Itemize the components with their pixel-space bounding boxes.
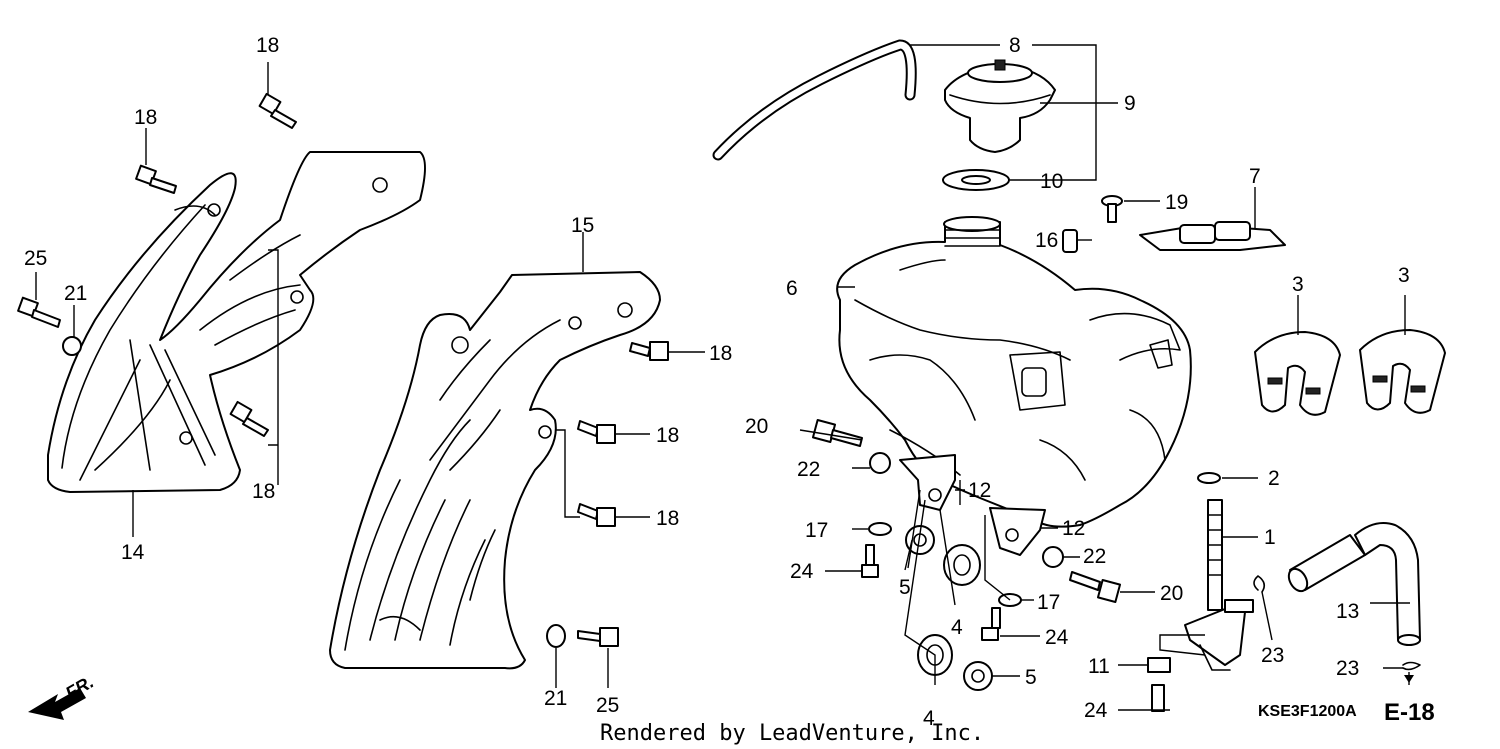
- screw-19[interactable]: [1101, 195, 1123, 223]
- bolt-18-upper-left[interactable]: [135, 164, 177, 194]
- callout-18d: 18: [709, 342, 732, 365]
- left-shroud-part[interactable]: [47, 151, 426, 493]
- collar-5-lower[interactable]: [963, 661, 993, 691]
- callout-18a: 18: [256, 34, 279, 57]
- clamp-3-left[interactable]: [1254, 331, 1341, 416]
- callout-12a: 12: [968, 479, 991, 502]
- callout-2: 2: [1268, 467, 1280, 490]
- bolt-24-a[interactable]: [861, 544, 879, 578]
- washer-22-right[interactable]: [1042, 546, 1064, 568]
- callout-22a: 22: [797, 458, 820, 481]
- callout-9: 9: [1124, 92, 1136, 115]
- callout-25b: 25: [596, 694, 619, 717]
- stay-12-left[interactable]: [899, 454, 956, 511]
- callout-10: 10: [1040, 170, 1063, 193]
- callout-18b: 18: [134, 106, 157, 129]
- fuel-hose-part[interactable]: [1285, 522, 1421, 646]
- fuel-valve-part[interactable]: [1184, 499, 1254, 671]
- front-direction-marker: FR.: [28, 672, 97, 720]
- fuel-cap-part[interactable]: [944, 59, 1056, 153]
- callout-4b: 4: [923, 707, 935, 730]
- cap-gasket-part[interactable]: [942, 169, 1010, 191]
- clamp-3-right[interactable]: [1359, 329, 1446, 414]
- washer-2[interactable]: [1197, 472, 1221, 484]
- nut-11[interactable]: [1147, 657, 1171, 673]
- callout-24c: 24: [1084, 699, 1108, 722]
- nut-17-left[interactable]: [868, 522, 892, 536]
- callout-19: 19: [1165, 191, 1188, 214]
- collar-16[interactable]: [1062, 229, 1078, 253]
- washer-21-left[interactable]: [62, 336, 82, 356]
- callout-4a: 4: [951, 616, 963, 639]
- callout-6: 6: [786, 277, 798, 300]
- diagram-code: KSE3F1200A: [1258, 703, 1357, 720]
- bolt-18-right-a[interactable]: [629, 341, 669, 361]
- callout-24a: 24: [790, 560, 814, 583]
- bolt-25-bottom[interactable]: [577, 627, 619, 647]
- bolt-20-right[interactable]: [1069, 571, 1122, 604]
- bolt-18-shroud-left[interactable]: [229, 400, 269, 437]
- washer-21-bottom[interactable]: [546, 624, 566, 648]
- callout-18f: 18: [656, 507, 679, 530]
- bolt-24-c[interactable]: [1151, 684, 1165, 712]
- breather-tube-part[interactable]: [712, 39, 917, 161]
- stay-12-right[interactable]: [989, 507, 1046, 556]
- callout-20b: 20: [1160, 582, 1183, 605]
- callout-11: 11: [1088, 655, 1110, 678]
- callout-16: 16: [1035, 229, 1058, 252]
- bolt-24-b[interactable]: [981, 607, 1001, 641]
- callout-23a: 23: [1261, 644, 1284, 667]
- bolt-18-right-b[interactable]: [577, 420, 616, 444]
- callout-5b: 5: [1025, 666, 1037, 689]
- callout-12b: 12: [1062, 517, 1085, 540]
- callout-13: 13: [1336, 600, 1359, 623]
- callout-15: 15: [571, 214, 594, 237]
- right-shroud-part[interactable]: [329, 271, 661, 670]
- callout-17a: 17: [805, 519, 828, 542]
- callout-21b: 21: [544, 687, 567, 710]
- clip-23[interactable]: [1253, 575, 1421, 671]
- cushion-4-upper[interactable]: [943, 544, 981, 586]
- holder-7[interactable]: [1139, 221, 1286, 251]
- callout-8: 8: [1009, 34, 1021, 57]
- callout-18c: 18: [252, 480, 275, 503]
- callout-3a: 3: [1292, 273, 1304, 296]
- callout-25a: 25: [24, 247, 47, 270]
- bolt-25-left[interactable]: [17, 296, 61, 328]
- fuel-tank-part[interactable]: [836, 216, 1192, 528]
- front-arrow-icon: [28, 688, 86, 720]
- callout-23b: 23: [1336, 657, 1359, 680]
- callout-21a: 21: [64, 282, 87, 305]
- callout-20a: 20: [745, 415, 768, 438]
- callout-7: 7: [1249, 165, 1261, 188]
- callout-17b: 17: [1037, 591, 1060, 614]
- page-reference: E-18: [1384, 699, 1435, 726]
- callout-numbers: 8 9 10 7 19 16 6 3 3 2 1 12 12 20 20 22 …: [24, 34, 1410, 730]
- callout-1: 1: [1264, 526, 1276, 549]
- callout-24b: 24: [1045, 626, 1069, 649]
- callout-5a: 5: [899, 576, 911, 599]
- callout-3b: 3: [1398, 264, 1410, 287]
- bolt-18-top[interactable]: [258, 92, 297, 129]
- callout-22b: 22: [1083, 545, 1106, 568]
- washer-22-left[interactable]: [869, 452, 891, 474]
- callout-18e: 18: [656, 424, 679, 447]
- bolt-18-right-c[interactable]: [577, 503, 616, 527]
- leader-lines: [35, 44, 1414, 711]
- credit-text: Rendered by LeadVenture, Inc.: [600, 721, 984, 746]
- callout-14: 14: [121, 541, 145, 564]
